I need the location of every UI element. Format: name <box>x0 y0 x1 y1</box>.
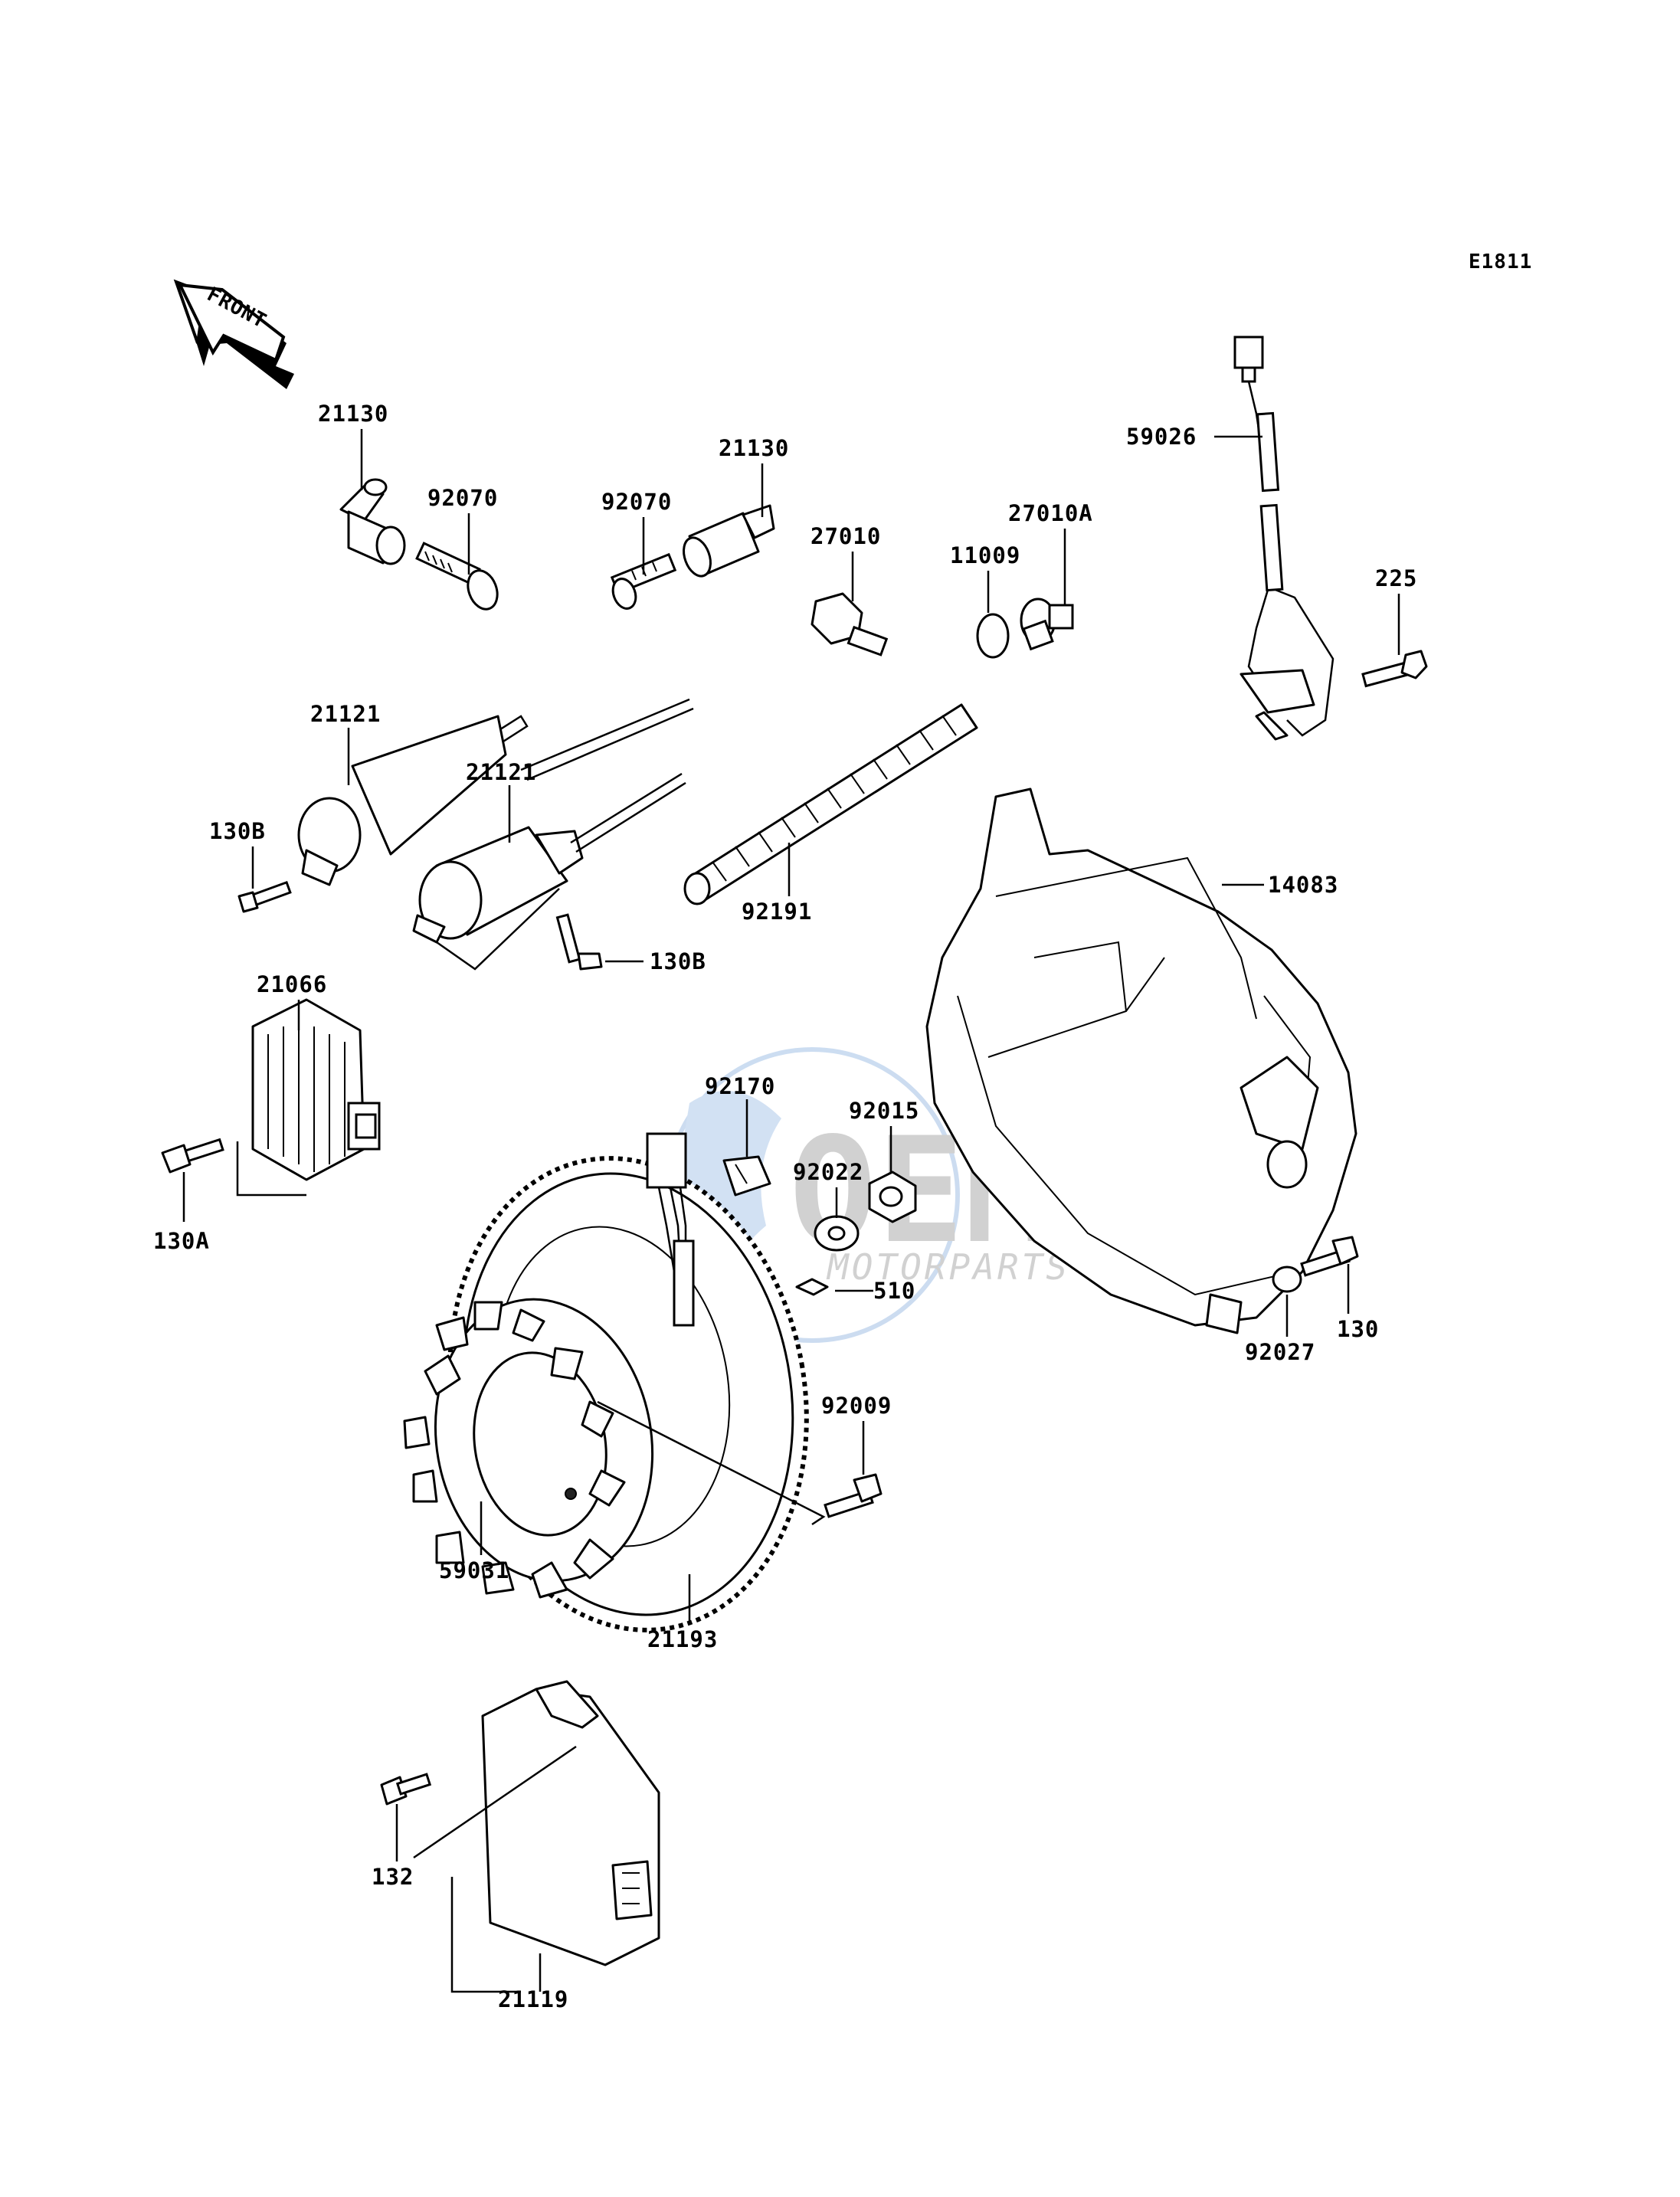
bolt-225 <box>1361 650 1428 688</box>
stator-coil <box>403 1298 654 1599</box>
label-27010: 27010 <box>811 523 881 549</box>
regulator-rectifier <box>251 998 381 1181</box>
label-225: 225 <box>1375 565 1417 591</box>
label-21130-mid: 21130 <box>719 435 789 461</box>
collar-92027 <box>1272 1265 1302 1293</box>
clamp-92170 <box>722 1155 771 1197</box>
label-130: 130 <box>1337 1316 1379 1342</box>
label-92191: 92191 <box>742 899 812 925</box>
bolt-132 <box>380 1773 432 1806</box>
resistor-mid <box>610 552 677 610</box>
label-21130-left: 21130 <box>318 401 388 427</box>
ignition-coil-a <box>297 698 694 886</box>
o-ring <box>976 613 1010 659</box>
label-92022: 92022 <box>793 1159 863 1185</box>
spark-plug-cap-left <box>339 478 406 565</box>
label-130B-b: 130B <box>650 948 706 974</box>
label-92027: 92027 <box>1245 1339 1315 1365</box>
bolt-130b-a <box>237 880 292 913</box>
label-27010A: 27010A <box>1008 500 1093 526</box>
label-21121-a: 21121 <box>310 701 381 727</box>
reference-code: E1811 <box>1469 250 1532 273</box>
bolt-92009 <box>824 1473 883 1518</box>
key-510 <box>795 1278 829 1296</box>
label-130B-a: 130B <box>209 818 266 844</box>
label-132: 132 <box>372 1864 414 1890</box>
pickup-coil <box>1233 336 1335 741</box>
label-21066: 21066 <box>257 971 327 997</box>
label-21119: 21119 <box>498 1986 568 2012</box>
label-59026: 59026 <box>1126 424 1197 450</box>
bolt-130b-b <box>555 913 603 971</box>
label-21193: 21193 <box>647 1626 718 1652</box>
switch-27010a <box>1020 598 1074 651</box>
resistor-left <box>415 542 499 611</box>
label-510: 510 <box>873 1278 915 1304</box>
label-59031: 59031 <box>439 1557 509 1583</box>
stator-connector <box>597 1132 826 1526</box>
protective-tube <box>683 703 978 905</box>
label-92170: 92170 <box>705 1073 775 1099</box>
label-11009: 11009 <box>950 542 1020 568</box>
cdi-unit <box>413 1680 660 1993</box>
spark-plug-cap-mid <box>683 504 775 578</box>
label-92015: 92015 <box>849 1098 919 1124</box>
label-21121-b: 21121 <box>466 759 536 785</box>
bolt-130 <box>1300 1236 1359 1277</box>
magneto-cover <box>925 787 1357 1334</box>
label-92070-mid: 92070 <box>601 489 672 515</box>
watermark-sub: MOTORPARTS <box>826 1246 1070 1288</box>
label-92070-left: 92070 <box>427 485 498 511</box>
label-92009: 92009 <box>821 1393 892 1419</box>
label-14083: 14083 <box>1268 872 1338 898</box>
temperature-switch <box>811 592 889 656</box>
bolt-130a <box>161 1138 306 1197</box>
front-arrow-icon: FRONT <box>173 279 294 389</box>
label-130A: 130A <box>153 1228 210 1254</box>
